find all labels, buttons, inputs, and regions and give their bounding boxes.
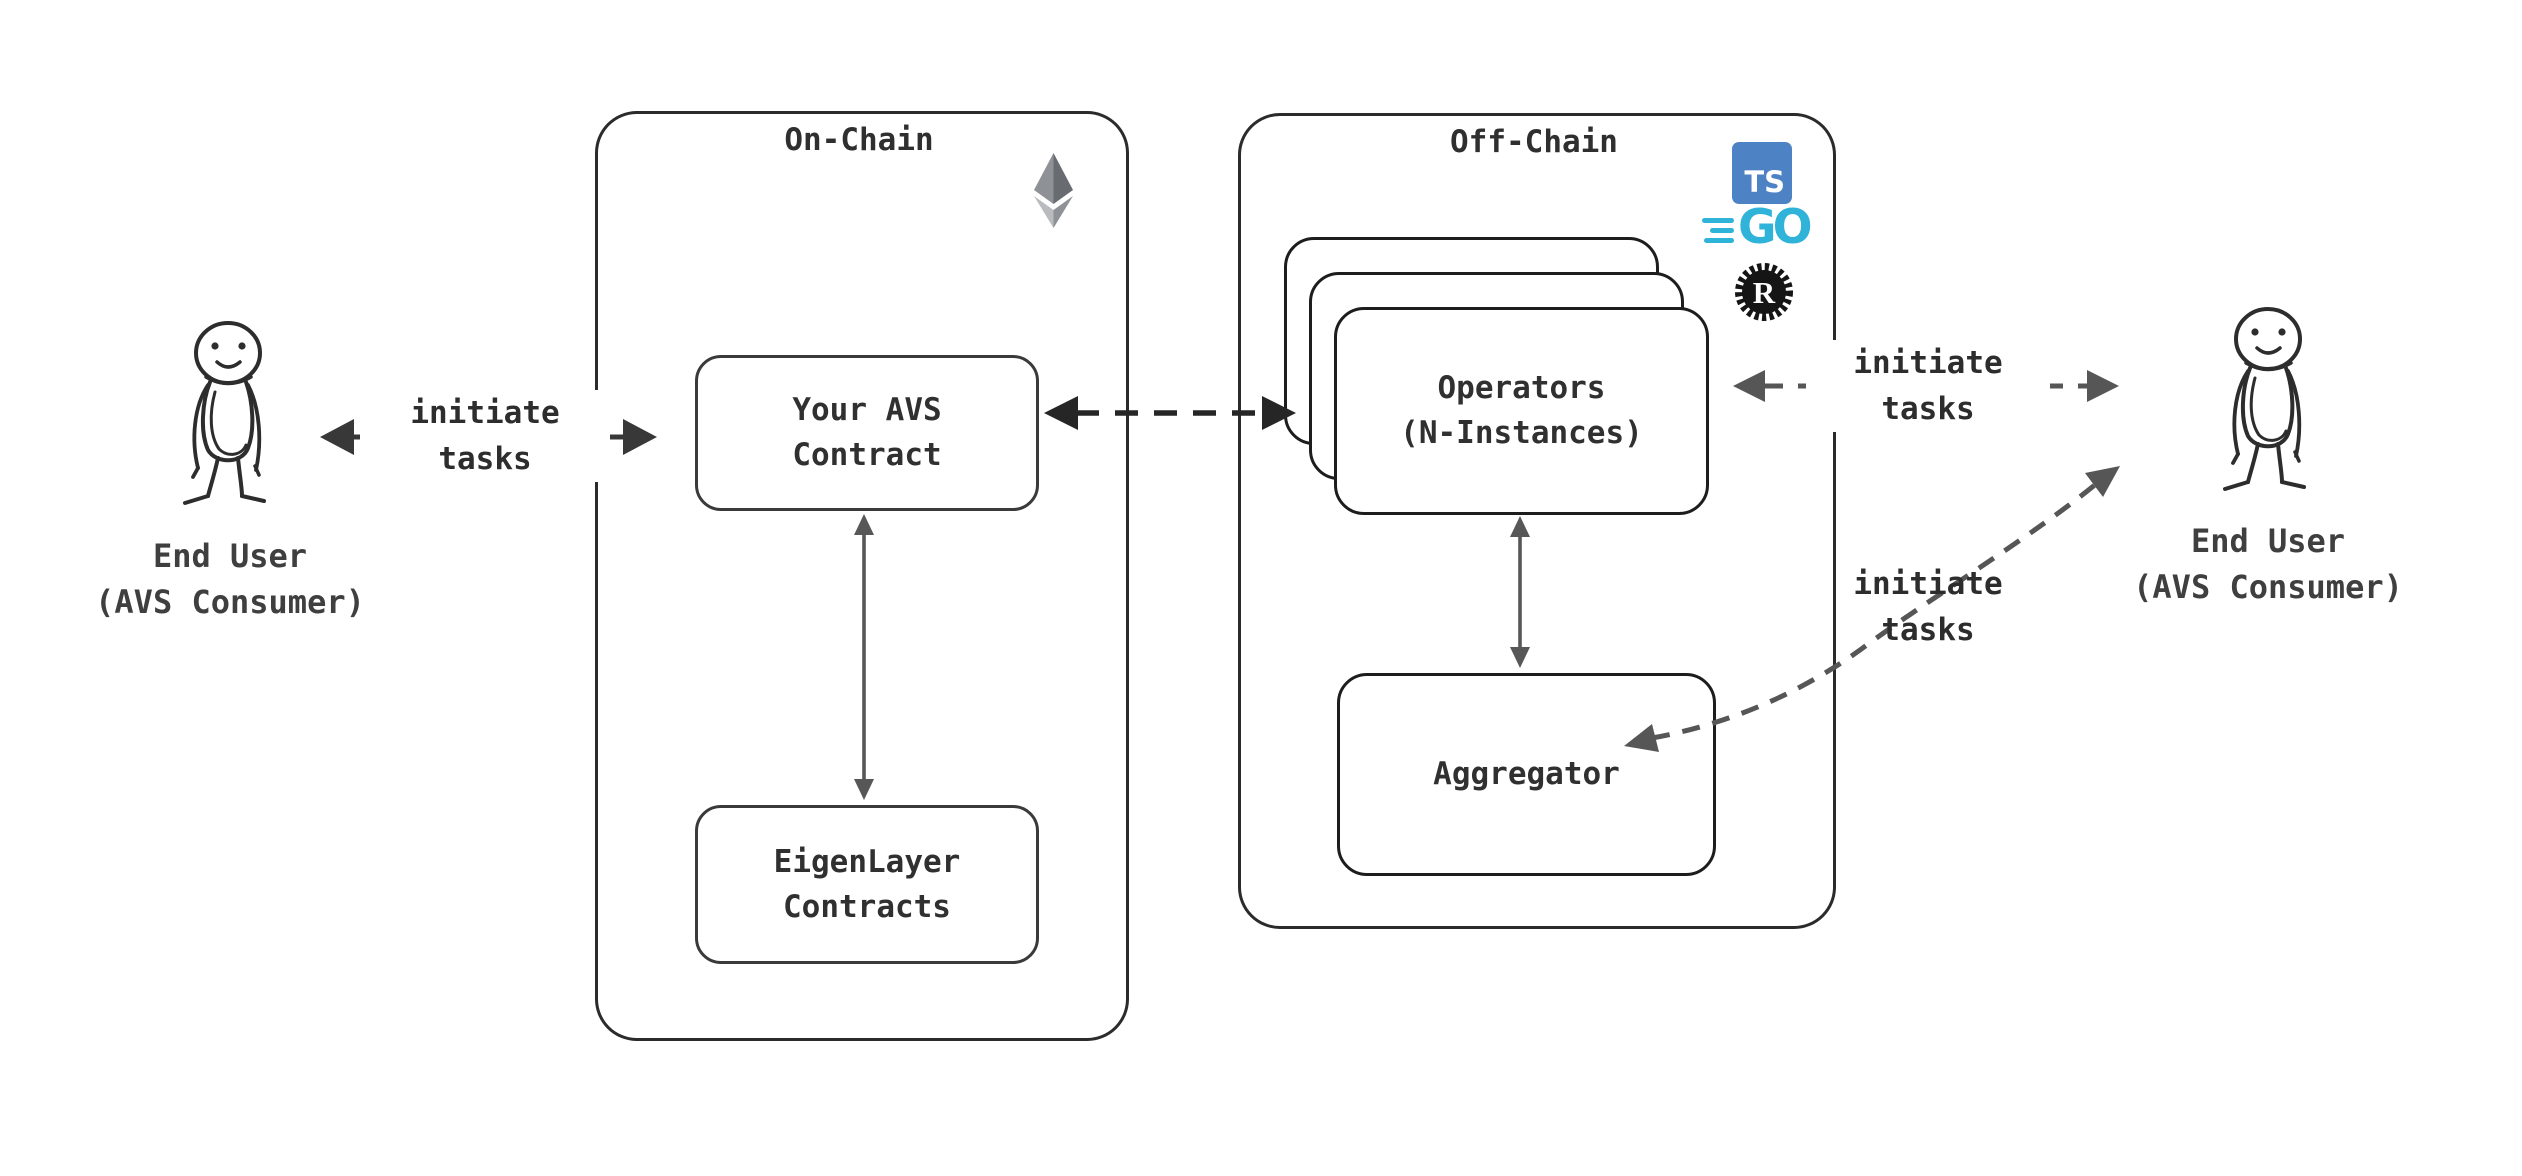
initiate-tasks-label-left: initiate tasks bbox=[360, 390, 610, 482]
go-speedline-2 bbox=[1710, 228, 1734, 233]
initiate-tasks-right-bottom-line2: tasks bbox=[1881, 612, 1975, 648]
avs-contract-line2: Contract bbox=[792, 437, 942, 473]
end-user-left-subtitle: (AVS Consumer) bbox=[95, 583, 365, 621]
end-user-label-right: End User (AVS Consumer) bbox=[2068, 518, 2468, 610]
initiate-tasks-right-bottom-line1: initiate bbox=[1853, 566, 2003, 602]
aggregator-label: Aggregator bbox=[1433, 756, 1620, 792]
end-user-left-title: End User bbox=[152, 537, 308, 575]
end-user-right-title: End User bbox=[2190, 522, 2346, 560]
go-icon-label: GO bbox=[1738, 200, 1813, 255]
rust-icon: R bbox=[1735, 263, 1793, 321]
rust-icon-letter: R bbox=[1753, 275, 1776, 310]
operators-line2: (N-Instances) bbox=[1400, 415, 1643, 451]
eigenlayer-line2: Contracts bbox=[783, 888, 951, 925]
operators-line1: Operators bbox=[1437, 370, 1606, 406]
initiate-tasks-label-right-bottom: initiate tasks bbox=[1806, 561, 2050, 653]
aggregator-box: Aggregator bbox=[1337, 673, 1716, 876]
initiate-tasks-right-top-line1: initiate bbox=[1853, 345, 2003, 381]
avs-contract-box: Your AVS Contract bbox=[695, 355, 1039, 511]
initiate-tasks-right-top-line2: tasks bbox=[1881, 391, 1975, 427]
avs-contract-line1: Your AVS bbox=[792, 392, 942, 428]
initiate-tasks-left-line1: initiate bbox=[410, 395, 560, 431]
onchain-title: On-Chain bbox=[784, 122, 934, 158]
go-icon: GO bbox=[1700, 200, 1816, 255]
initiate-tasks-left-line2: tasks bbox=[438, 441, 532, 477]
eigenlayer-contracts-box: EigenLayer Contracts bbox=[695, 805, 1039, 964]
initiate-tasks-label-right-top: initiate tasks bbox=[1806, 340, 2050, 432]
end-user-label-left: End User (AVS Consumer) bbox=[30, 533, 430, 625]
end-user-figure-left bbox=[158, 282, 298, 512]
offchain-title: Off-Chain bbox=[1450, 124, 1618, 160]
eigenlayer-line1: EigenLayer bbox=[773, 843, 961, 880]
typescript-icon: TS bbox=[1732, 142, 1792, 204]
operators-box-front: Operators (N-Instances) bbox=[1334, 307, 1709, 515]
typescript-icon-label: TS bbox=[1744, 165, 1785, 199]
go-speedline-1 bbox=[1702, 218, 1734, 223]
end-user-figure-right bbox=[2198, 268, 2338, 498]
go-speedline-3 bbox=[1704, 238, 1734, 243]
ethereum-icon bbox=[1034, 153, 1073, 228]
end-user-right-subtitle: (AVS Consumer) bbox=[2133, 568, 2403, 606]
